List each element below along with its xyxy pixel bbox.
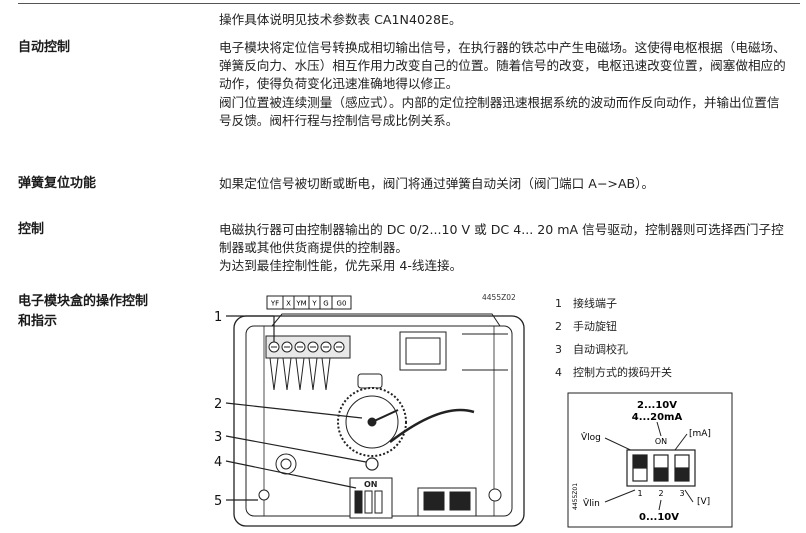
module-diagram: 4455Z02 YF X YM Y G G0: [214, 293, 525, 527]
paragraph: 电磁执行器可由控制器输出的 DC 0/2...10 V 或 DC 4... 20…: [219, 222, 784, 256]
dip-position: 3: [679, 489, 684, 498]
manual-knob: [337, 373, 475, 457]
dip-switch-body: [626, 449, 696, 487]
section-label-module-controls: 电子模块盒的操作控制 和指示: [18, 292, 148, 332]
dip-bottom-label: 0...10V: [639, 512, 679, 523]
dip-switch-detail: 2...10V 4...20mA V̂log ON [mA] 1 2 3 V̂l…: [567, 392, 733, 528]
terminal-label: G: [323, 300, 328, 308]
terminal-strip: YF X YM Y G G0: [266, 295, 352, 310]
callout-number: 4: [214, 455, 222, 470]
dip-position: 1: [637, 489, 642, 498]
legend-num: 2: [555, 320, 562, 333]
figure-id: 4455Z01: [572, 483, 579, 510]
dip-vlin-label: V̂lin: [583, 497, 600, 509]
dip-top-label: 2...10V: [637, 400, 677, 411]
label-line: 电子模块盒的操作控制: [18, 294, 149, 309]
module-housing: [233, 313, 525, 527]
paragraph: 阀门位置被连续测量（感应式）。内部的定位控制器迅速根据系统的波动而作反向动作，并…: [219, 94, 780, 128]
figure-id: 4455Z02: [482, 293, 516, 302]
dip-position: 2: [658, 489, 663, 498]
dip-switch-module: ON: [349, 477, 393, 519]
legend-num: 4: [555, 366, 562, 379]
legend-item: 1 接线端子: [555, 297, 617, 311]
legend-num: 1: [555, 297, 562, 310]
paragraph: 如果定位信号被切断或断电，阀门将通过弹簧自动关闭（阀门端口 A−>AB）。: [219, 176, 655, 191]
callout-number: 2: [214, 397, 222, 412]
terminal-label: YF: [270, 300, 279, 308]
intro-text: 操作具体说明见技术参数表 CA1N4028E。: [219, 12, 462, 27]
section-label-control: 控制: [18, 222, 45, 237]
legend-text: 控制方式的拨码开关: [573, 366, 672, 379]
callout-number: 1: [214, 310, 222, 325]
legend-item: 3 自动调校孔: [555, 343, 628, 357]
calibration-hole: [365, 457, 379, 471]
paragraph: 电子模块将定位信号转换成相切输出信号，在执行器的铁芯中产生电磁场。这使得电枢根据…: [219, 40, 786, 92]
terminal-label: YM: [295, 300, 306, 308]
mounting-screw: [258, 453, 297, 501]
callout-number: 3: [214, 430, 222, 445]
top-rule: [18, 3, 800, 4]
paragraph: 为达到最佳控制性能，优先采用 4-线连接。: [219, 258, 463, 274]
dip-v-label: [V]: [697, 497, 710, 507]
terminal-block: [265, 335, 351, 391]
section-body-auto-control: 电子模块将定位信号转换成相切输出信号，在执行器的铁芯中产生电磁场。这使得电枢根据…: [219, 39, 791, 130]
legend-item: 4 控制方式的拨码开关: [555, 366, 672, 380]
legend-text: 自动调校孔: [573, 343, 628, 356]
terminal-label: X: [286, 300, 291, 308]
dip-vlog-label: V̂log: [581, 431, 601, 443]
section-label-auto-control: 自动控制: [18, 40, 71, 55]
section-label-spring-return: 弹簧复位功能: [18, 176, 97, 191]
dip-ma-label: [mA]: [689, 429, 711, 439]
right-connector: [399, 331, 508, 371]
terminal-label: Y: [311, 300, 317, 308]
callouts: 1 2 3 4 5: [214, 310, 367, 509]
bottom-connector: [417, 487, 502, 517]
label-line: 和指示: [18, 314, 58, 329]
dip-top-label: 4...20mA: [632, 412, 683, 423]
section-body-control: 电磁执行器可由控制器输出的 DC 0/2...10 V 或 DC 4... 20…: [219, 221, 791, 276]
legend-item: 2 手动旋钮: [555, 320, 617, 334]
dip-on-label: ON: [655, 437, 667, 446]
section-body-spring-return: 如果定位信号被切断或断电，阀门将通过弹簧自动关闭（阀门端口 A−>AB）。: [219, 175, 791, 193]
legend-num: 3: [555, 343, 562, 356]
callout-number: 5: [214, 494, 222, 509]
legend-text: 接线端子: [573, 297, 617, 310]
legend-text: 手动旋钮: [573, 320, 617, 333]
terminal-label: G0: [337, 300, 347, 308]
switch-on-label: ON: [364, 480, 378, 489]
